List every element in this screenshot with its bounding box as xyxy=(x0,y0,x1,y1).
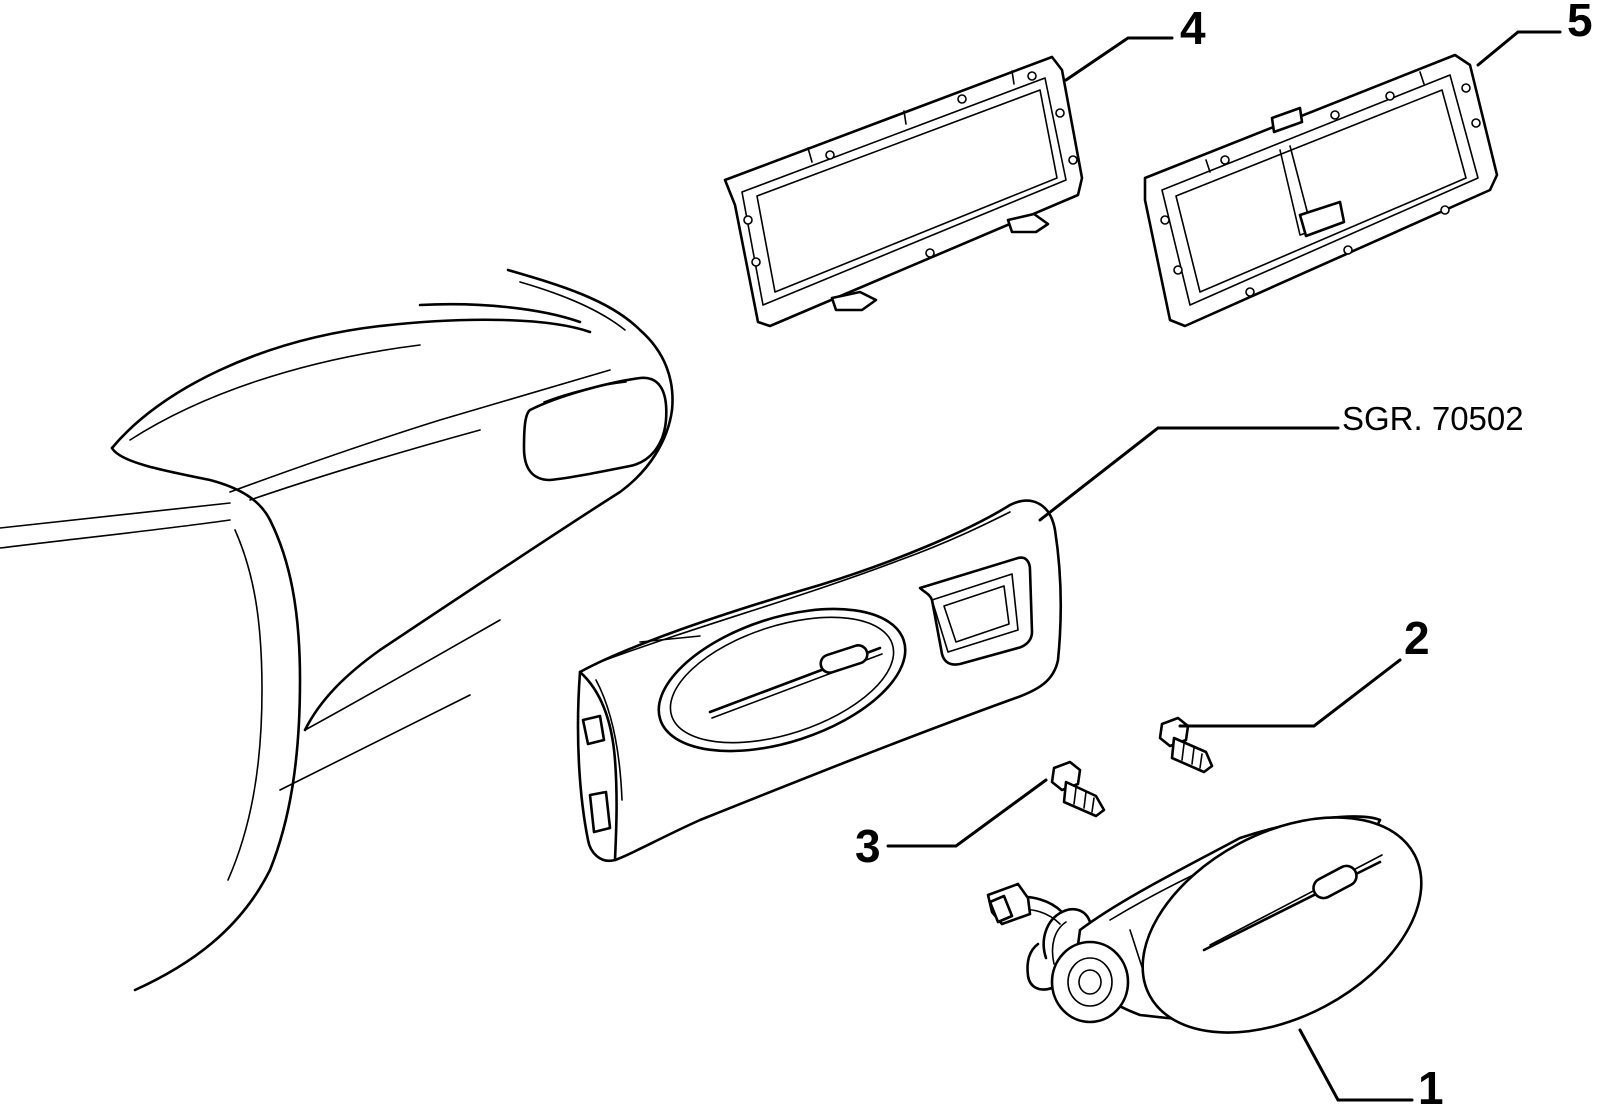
gasket-frame-part-4 xyxy=(723,55,1084,328)
callout-2: 2 xyxy=(1404,612,1430,664)
leader-lines xyxy=(886,30,1562,1102)
callout-3: 3 xyxy=(855,820,881,872)
callout-labels: 4 5 2 3 1 SGR. 70502 xyxy=(855,0,1593,1107)
callout-4: 4 xyxy=(1180,2,1206,54)
callout-5: 5 xyxy=(1567,0,1593,46)
dashboard-outline xyxy=(0,268,674,992)
gasket-frame-part-5 xyxy=(1143,53,1499,328)
dashboard-switch-panel xyxy=(576,499,1062,863)
assembly-reference-label: SGR. 70502 xyxy=(1342,400,1524,437)
switch-module-part-1 xyxy=(986,815,1423,1034)
screw-part-3 xyxy=(1050,760,1106,818)
callout-1: 1 xyxy=(1418,1062,1444,1107)
